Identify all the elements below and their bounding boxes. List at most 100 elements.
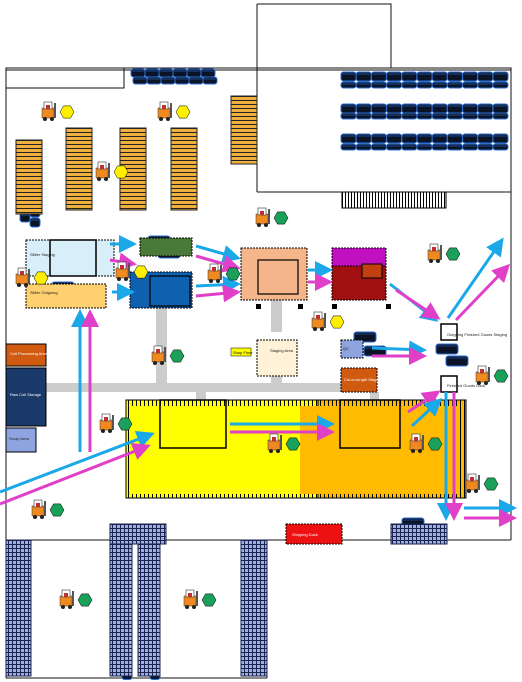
green-station [139,237,193,257]
steel-coil-icon [202,76,218,85]
hexagon-marker-icon [133,265,149,279]
steel-coil-icon [477,81,494,89]
marker-square-1 [256,304,261,309]
steel-coil-icon [146,76,162,85]
rack-lower-1 [5,539,32,677]
scrap-area-box [5,427,37,453]
steel-coil-icon [446,81,463,89]
steel-coil-icon [340,71,357,82]
steel-coil-icon [188,76,204,85]
steel-coil-icon [144,68,160,78]
forklift-markers [15,101,509,609]
hexagon-marker-icon [285,437,301,451]
steel-coil-icon [477,143,494,151]
forklift-icon [59,589,93,609]
material-flow-arrows [0,235,517,527]
steel-coil-icon [416,143,433,151]
forklift-icon [15,267,49,287]
forklift-icon [311,311,345,331]
hexagon-marker-icon [225,267,241,281]
flow-arrow [454,263,511,322]
hexagon-marker-icon [49,503,65,517]
shipping-dock-zone [285,523,343,545]
forklift-icon [41,101,75,121]
flow-arrow [195,254,241,273]
steel-coil-icon [355,112,372,120]
steel-coil-icon [401,71,418,82]
forklift-icon [31,499,65,519]
hexagon-marker-icon [201,593,217,607]
forklift-icon [207,263,241,283]
ctl-staging-box [340,367,378,393]
steel-coil-icon [355,143,372,151]
hexagon-marker-icon [329,315,345,329]
hexagon-marker-icon [175,105,191,119]
forklift-icon [465,473,499,493]
coil-processing-box [5,343,47,367]
fg-staging-square-bottom [440,375,458,393]
forklift-icon [99,413,133,433]
flow-arrow [195,284,241,303]
steel-coil-icon [355,71,372,82]
steel-coil-icon [386,143,403,151]
steel-coil-icon [401,81,418,89]
steel-coil-icon [355,81,372,89]
shipping-dock-label: Shipping Dock [292,532,318,537]
steel-coil-icon [200,68,216,78]
slitter-outgoing-zone [25,283,107,309]
salmon-station [240,247,308,301]
steel-coil-icon [431,143,448,151]
steel-coil-icon [416,112,433,120]
steel-coil-icon [370,112,387,120]
hexagon-marker-icon [493,369,509,383]
rack-lower-5 [390,523,448,545]
steel-coil-icon [401,112,418,120]
dock-rack-top-right [341,191,447,209]
steel-coil-icon [401,143,418,151]
steel-coil-icon [386,133,403,144]
forklift-icon [151,345,185,365]
fg-staging-note: Outgoing Finished Goods Staging [447,332,507,337]
steel-coil-icon [340,81,357,89]
steel-coil-icon [462,133,479,144]
rack-lower-3 [137,539,161,677]
steel-coil-icon [446,143,463,151]
hexagon-marker-icon [77,593,93,607]
ctl-staging-label: Cut-to-length Staging [344,377,382,382]
hexagon-marker-icon [33,271,49,285]
fg-staging-square-top [440,323,458,341]
slitter-outgoing-label: Slitter Outgoing [30,290,58,295]
rack-lower-2 [109,539,133,677]
blue-station-inner [149,275,191,307]
flow-arrow [371,340,427,359]
slitter-staging-zone [25,239,115,277]
forklift-icon [409,433,443,453]
steel-coil-icon [160,76,176,85]
qc-box [340,339,364,359]
fg-dock-note: Finished Goods Dock [447,383,485,388]
forklift-icon [255,207,289,227]
steel-coil-icon [174,76,190,85]
steel-coil-icon [435,343,459,355]
steel-coil-icon [416,71,433,82]
steel-coil-icon [186,68,202,78]
steel-coil-icon [355,103,372,114]
rack-row-lower [5,523,448,677]
steel-coil-icon [431,133,448,144]
forklift-icon [115,261,149,281]
steel-coil-icon [446,71,463,82]
steel-coil-icon [492,133,509,144]
forklift-icon [95,161,129,181]
marker-square-2 [298,304,303,309]
forklift-icon [157,101,191,121]
steel-coil-icon [370,143,387,151]
steel-coil-icon [462,103,479,114]
shop-floor-tag [230,347,252,357]
left-side-areas: Coil Processing Area Raw Coil Storage Sc… [5,343,48,453]
steel-coil-icon [416,103,433,114]
flow-arrow [195,244,241,263]
forklift-icon [267,433,301,453]
hexagon-marker-icon [445,247,461,261]
rack-row-upper [15,95,258,215]
